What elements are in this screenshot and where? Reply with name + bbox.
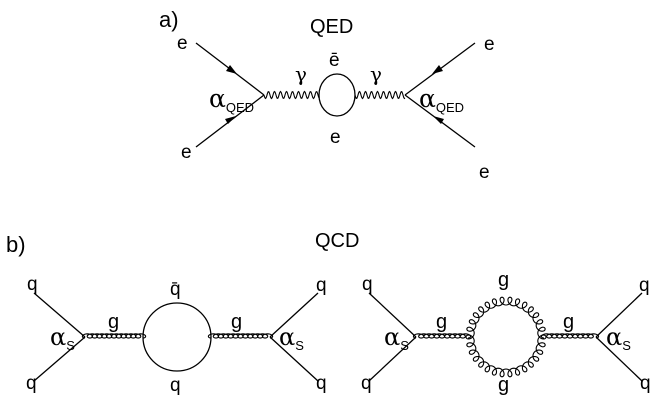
label-e-bar-loop: ē <box>329 50 340 71</box>
label-e-top-right: e <box>484 34 495 55</box>
panel-b-tag: b) <box>6 232 26 257</box>
quark-loop <box>142 302 212 372</box>
diagram-quark-loop: q q q q q̄ q g g αS αS <box>26 274 327 396</box>
arrow-bottom-left <box>225 116 236 124</box>
label-q-bottom-right: q <box>316 373 327 394</box>
gluon-line-left <box>81 333 147 339</box>
arrow-top-right <box>432 65 443 74</box>
label-alpha-qed-right: αQED <box>419 84 464 115</box>
quark-line-bottom-right-2 <box>595 336 643 382</box>
label-alpha-s-left: αS <box>50 323 75 353</box>
quark-line-bottom-left <box>33 336 86 382</box>
label-q-top-right: q <box>316 275 327 296</box>
electron-loop <box>318 73 356 117</box>
label-q-bottom-left-2: q <box>361 373 372 394</box>
quark-line-top-left-2 <box>368 292 417 338</box>
photon-line-left <box>263 90 320 100</box>
label-e-loop: e <box>330 127 341 148</box>
label-alpha-qed-left: αQED <box>209 84 254 115</box>
label-g-left-2: g <box>436 311 447 333</box>
quark-line-bottom-left-2 <box>368 336 417 382</box>
label-q-top-left-2: q <box>362 274 373 295</box>
gluon-line-right-2 <box>540 333 600 339</box>
label-e-bottom-left: e <box>181 142 192 163</box>
label-alpha-s-right-2: αS <box>606 323 631 353</box>
label-e-bottom-right: e <box>479 162 490 183</box>
label-q-top-left: q <box>27 274 38 295</box>
quark-line-top-right <box>269 292 319 338</box>
panel-a-tag: a) <box>159 7 179 32</box>
label-g-right: g <box>231 311 242 333</box>
quark-line-top-left <box>33 292 86 338</box>
panel-b-title: QCD <box>315 230 359 252</box>
label-g-right-2: g <box>563 311 574 333</box>
arrow-top-left <box>226 65 237 74</box>
panel-b: b) QCD q q q q q̄ q g g αS αS <box>6 230 651 396</box>
photon-line-right <box>354 90 406 100</box>
arrow-bottom-right <box>433 116 444 124</box>
label-q-bar-loop: q̄ <box>170 279 181 300</box>
gluon-loop <box>465 296 547 378</box>
label-gamma-right: γ <box>370 62 382 86</box>
panel-a-title: QED <box>310 16 353 38</box>
label-g-loop-top: g <box>498 269 509 291</box>
label-q-loop: q <box>170 375 181 396</box>
label-g-loop-bottom: g <box>498 374 509 396</box>
label-e-top-left: e <box>177 33 188 54</box>
quark-line-top-right-2 <box>595 292 643 338</box>
label-gamma-left: γ <box>295 62 307 86</box>
label-g-left: g <box>108 311 119 333</box>
label-q-bottom-left: q <box>26 373 37 394</box>
label-alpha-s-right: αS <box>279 323 304 353</box>
gluon-line-left-2 <box>412 333 472 339</box>
label-q-top-right-2: q <box>639 275 650 296</box>
label-q-bottom-right-2: q <box>640 373 651 394</box>
panel-a: a) QED e e e e ē e γ γ αQED αQED <box>159 7 495 183</box>
diagram-gluon-loop: q q q q g g g g αS αS <box>361 269 651 396</box>
gluon-line-right <box>207 333 274 339</box>
quark-line-bottom-right <box>269 336 319 382</box>
label-alpha-s-left-2: αS <box>384 323 409 353</box>
